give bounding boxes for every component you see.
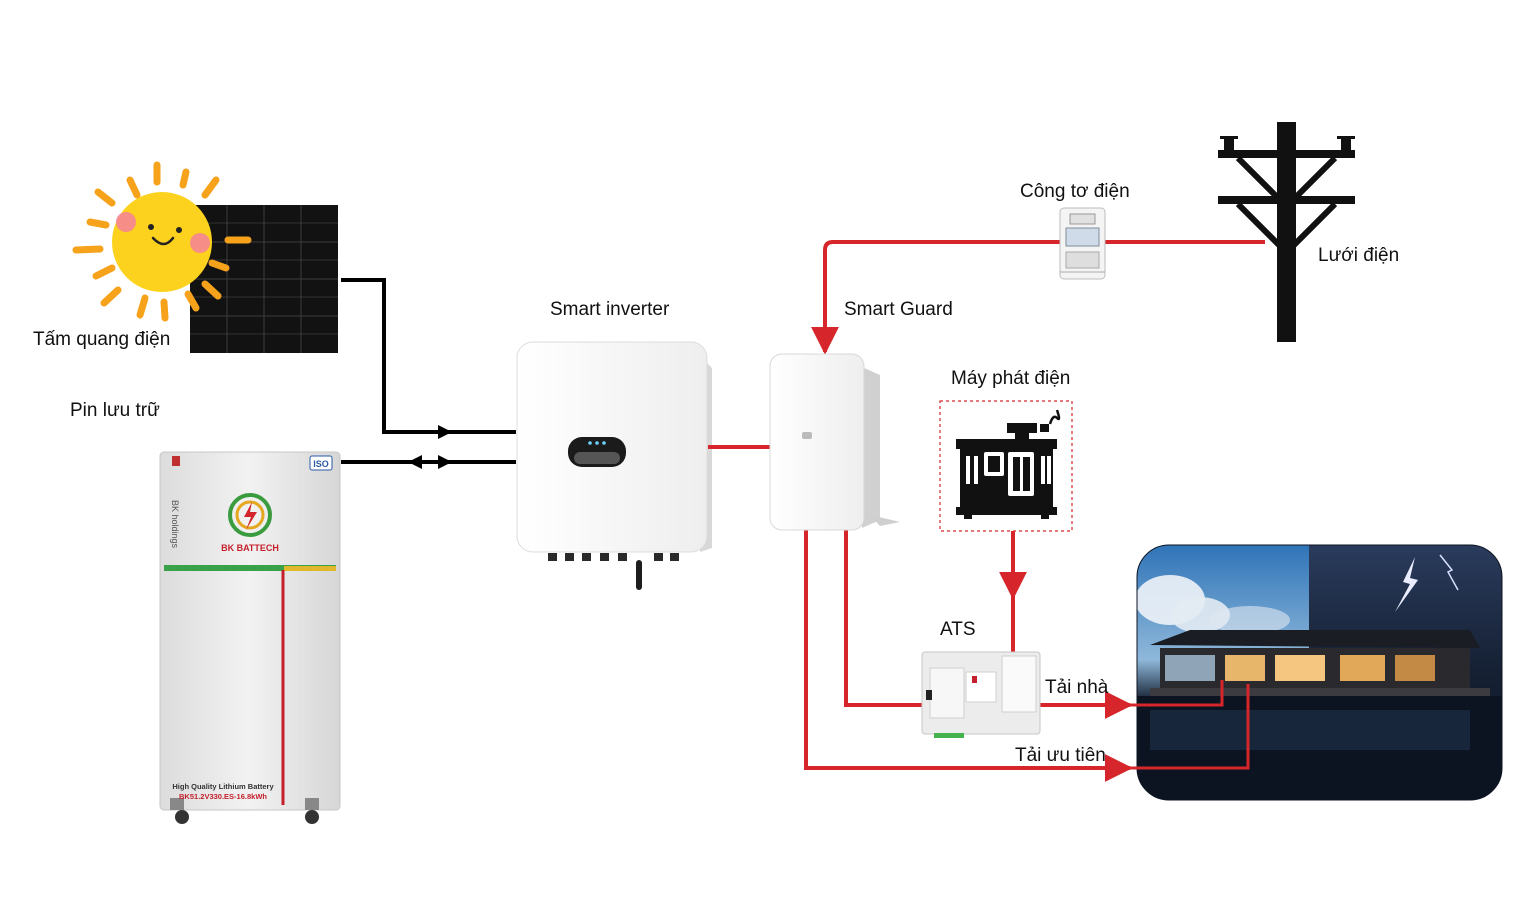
label-ats: ATS	[940, 619, 976, 640]
smart-guard	[769, 353, 900, 531]
house-wiring	[1130, 680, 1250, 770]
electricity-meter	[1059, 207, 1106, 280]
label-home-load: Tải nhà	[1045, 677, 1109, 698]
ac-wiring	[708, 240, 1265, 782]
battery-product-line2: BK51.2V330.ES-16.8kWh	[179, 792, 267, 801]
battery-unit: ISO BK holdings BK BATTECH High Quality …	[159, 451, 341, 824]
smart-inverter	[516, 341, 712, 590]
label-grid: Lưới điện	[1318, 245, 1399, 266]
battery-logo-text: BK BATTECH	[221, 543, 279, 553]
label-smart-guard: Smart Guard	[844, 299, 953, 320]
iso-badge: ISO	[313, 459, 329, 469]
label-solar-panel: Tấm quang điện	[33, 329, 170, 350]
house-image	[1137, 545, 1502, 800]
battery-product-line1: High Quality Lithium Battery	[172, 782, 274, 791]
dc-wiring	[341, 278, 516, 464]
dc-arrows	[408, 425, 452, 469]
company-label: BK holdings	[170, 500, 180, 549]
label-battery: Pin lưu trữ	[70, 400, 160, 421]
label-inverter: Smart inverter	[550, 299, 670, 320]
label-priority-load: Tải ưu tiên	[1015, 745, 1106, 766]
grid-pole-icon	[1218, 122, 1355, 342]
sun-icon	[72, 161, 252, 322]
label-generator: Máy phát điện	[951, 368, 1070, 389]
generator-icon	[939, 400, 1073, 532]
ats-switch	[921, 651, 1041, 738]
label-meter: Công tơ điện	[1020, 181, 1130, 202]
solar-panel	[190, 205, 338, 353]
